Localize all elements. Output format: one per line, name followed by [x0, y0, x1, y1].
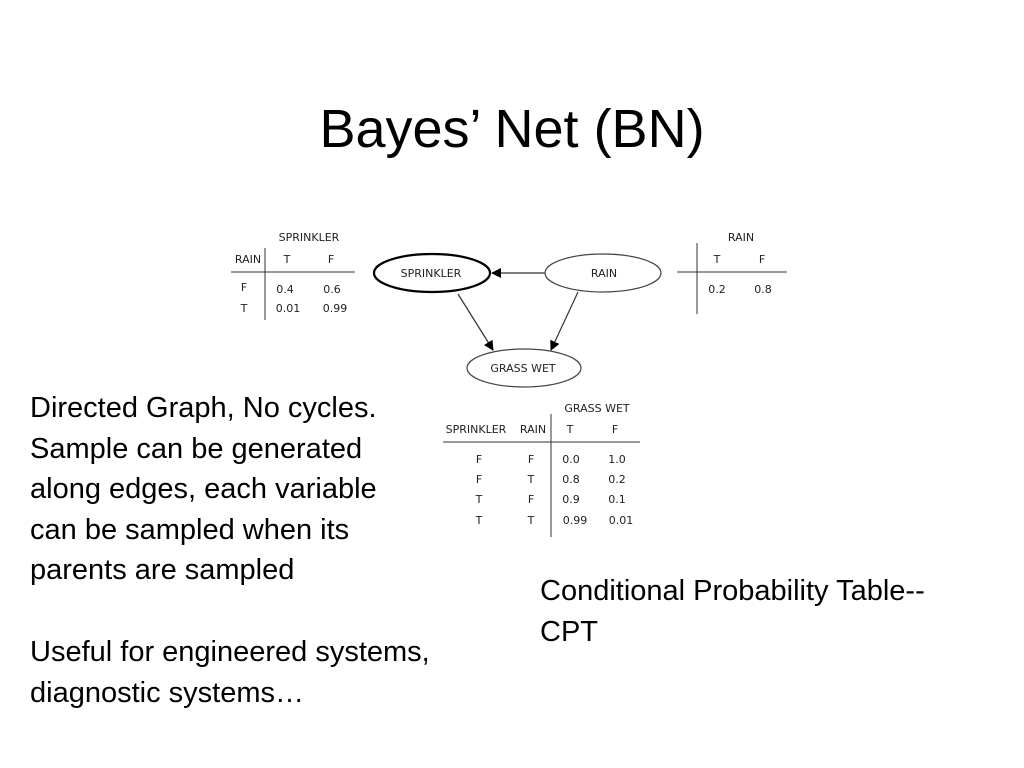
table-cell: F — [476, 473, 482, 486]
rain-cpt: RAIN T F 0.2 0.8 — [677, 231, 787, 314]
table-cell: T — [475, 493, 483, 506]
text-line: parents are sampled — [30, 554, 295, 586]
node-grass-wet: GRASS WET — [466, 348, 582, 388]
rain-cpt-title: RAIN — [728, 231, 754, 244]
rain-cpt-header-t: T — [713, 253, 721, 266]
slide-title: Bayes’ Net (BN) — [319, 99, 705, 159]
table-cell: 1.0 — [608, 453, 626, 466]
text-line: CPT — [540, 615, 598, 648]
grass-wet-cpt-header-rain: RAIN — [520, 423, 546, 436]
table-cell: 0.2 — [708, 283, 726, 296]
table-cell: 0.99 — [563, 514, 588, 527]
table-cell: 0.01 — [609, 514, 634, 527]
node-rain-label: RAIN — [591, 267, 617, 280]
description-text: Directed Graph, No cycles. Sample can be… — [30, 388, 377, 591]
grass-wet-cpt-header-t: T — [566, 423, 574, 436]
table-cell: F — [528, 493, 534, 506]
node-rain-shape — [544, 253, 662, 293]
sprinkler-cpt-header-rain: RAIN — [235, 253, 261, 266]
text-line: Useful for engineered systems, — [30, 636, 430, 668]
text-line: diagnostic systems… — [30, 676, 304, 709]
table-cell: T — [527, 514, 535, 527]
table-cell: 0.4 — [276, 283, 294, 296]
sprinkler-cpt: SPRINKLER RAIN T F F 0.4 0.6 T 0.01 0.99 — [231, 231, 355, 320]
table-cell: 0.99 — [323, 302, 348, 315]
table-cell: T — [475, 514, 483, 527]
node-sprinkler: SPRINKLER — [372, 252, 492, 294]
text-line: Conditional Probability Table-- — [540, 575, 925, 607]
table-cell: T — [527, 473, 535, 486]
node-rain: RAIN — [544, 253, 662, 293]
sprinkler-cpt-title: SPRINKLER — [279, 231, 340, 244]
table-cell: 0.01 — [276, 302, 301, 315]
grass-wet-cpt-title: GRASS WET — [564, 402, 630, 415]
grass-wet-cpt-header-f: F — [612, 423, 618, 436]
sprinkler-cpt-header-f: F — [328, 253, 334, 266]
table-cell: 0.6 — [323, 283, 341, 296]
table-cell: F — [528, 453, 534, 466]
grass-wet-cpt: GRASS WET SPRINKLER RAIN T F F F 0.0 1.0… — [443, 402, 640, 537]
table-cell: F — [241, 281, 247, 294]
table-cell: T — [240, 302, 248, 315]
text-line: along edges, each variable — [30, 473, 377, 505]
node-grass-wet-shape — [466, 348, 582, 388]
sprinkler-cpt-header-t: T — [283, 253, 291, 266]
text-line: Directed Graph, No cycles. — [30, 392, 377, 424]
table-cell: 0.9 — [562, 493, 580, 506]
grass-wet-cpt-header-sprinkler: SPRINKLER — [446, 423, 507, 436]
table-cell: 0.8 — [562, 473, 580, 486]
node-sprinkler-shape — [372, 252, 492, 294]
edge-rain-to-grass-wet — [550, 291, 579, 351]
cpt-caption: Conditional Probability Table-- CPT — [540, 571, 925, 652]
table-cell: 0.1 — [608, 493, 626, 506]
table-cell: 0.0 — [562, 453, 580, 466]
table-cell: F — [476, 453, 482, 466]
rain-cpt-header-f: F — [759, 253, 765, 266]
edge-sprinkler-to-grass-wet — [457, 293, 494, 351]
node-grass-wet-label: GRASS WET — [490, 362, 556, 375]
table-cell: 0.8 — [754, 283, 772, 296]
usage-text: Useful for engineered systems, diagnosti… — [30, 632, 430, 713]
table-cell: 0.2 — [608, 473, 626, 486]
node-sprinkler-label: SPRINKLER — [401, 267, 462, 280]
text-line: Sample can be generated — [30, 432, 363, 465]
text-line: can be sampled when its — [30, 513, 350, 546]
